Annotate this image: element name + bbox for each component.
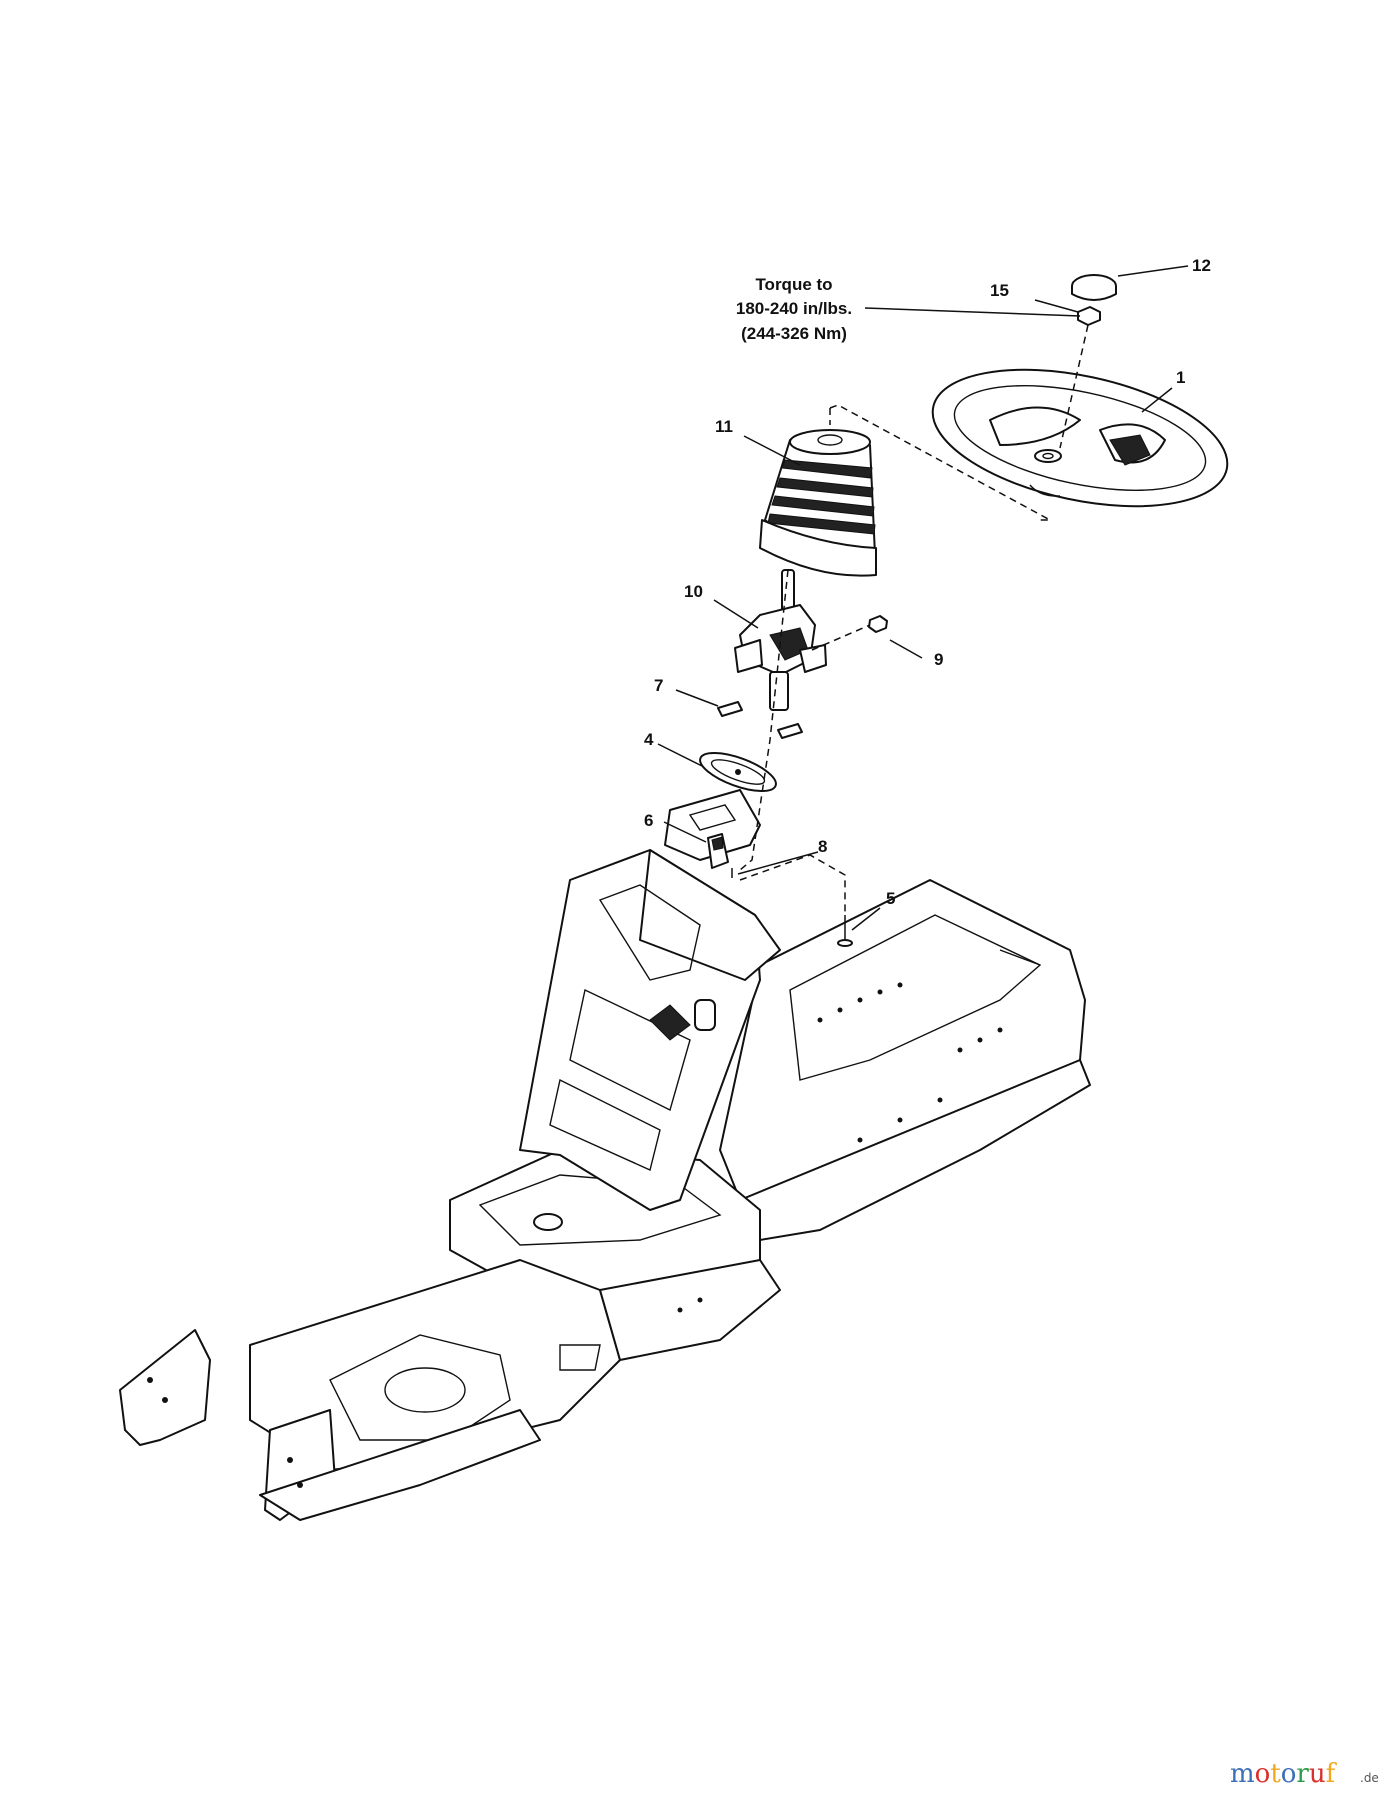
watermark-letter: u	[1309, 1759, 1326, 1789]
frame-holes	[147, 982, 1003, 1488]
part-1-steering-wheel	[931, 368, 1229, 508]
part-15-nut	[1077, 306, 1101, 326]
callout-6: 6	[644, 811, 653, 830]
part-6-bushing	[707, 833, 729, 869]
watermark-letter: m	[1230, 1759, 1255, 1789]
watermark-logo: motoruf .de	[1230, 1759, 1379, 1789]
torque-line-1: Torque to	[755, 275, 832, 294]
part-4-plate	[699, 752, 777, 792]
callout-1: 1	[1176, 368, 1185, 387]
watermark-letter: f	[1326, 1759, 1338, 1789]
torque-line-2: 180-240 in/lbs.	[736, 299, 852, 318]
callout-9: 9	[934, 650, 943, 669]
part-10-steering-column	[734, 569, 827, 711]
part-12-cap	[1071, 274, 1117, 301]
callout-labels: 12 15 1 11 10 9 7 4 6 8 5	[644, 256, 1211, 908]
watermark-suffix: .de	[1360, 1771, 1379, 1785]
watermark-letter: o	[1281, 1759, 1297, 1789]
dash-tower	[519, 789, 781, 1211]
callout-15: 15	[990, 281, 1009, 300]
callout-12: 12	[1192, 256, 1211, 275]
part-7-plates	[717, 701, 803, 739]
leader-lines	[657, 265, 1189, 931]
torque-line-3: (244-326 Nm)	[741, 324, 847, 343]
callout-4: 4	[644, 730, 654, 749]
callout-8: 8	[818, 837, 827, 856]
callout-5: 5	[886, 889, 895, 908]
watermark-letter: o	[1255, 1759, 1271, 1789]
callout-7: 7	[654, 676, 663, 695]
part-5-bolt	[837, 915, 853, 947]
watermark-letter: t	[1270, 1759, 1281, 1789]
svg-text:motoruf: motoruf	[1230, 1759, 1338, 1789]
callout-10: 10	[684, 582, 703, 601]
part-9-nut	[868, 615, 888, 633]
chassis-frame	[119, 879, 1091, 1521]
watermark-letter: r	[1296, 1759, 1309, 1789]
callout-11: 11	[715, 417, 733, 436]
torque-note: Torque to 180-240 in/lbs. (244-326 Nm)	[736, 275, 852, 343]
part-11-boot	[759, 429, 877, 577]
assembly-lines	[739, 324, 1089, 912]
